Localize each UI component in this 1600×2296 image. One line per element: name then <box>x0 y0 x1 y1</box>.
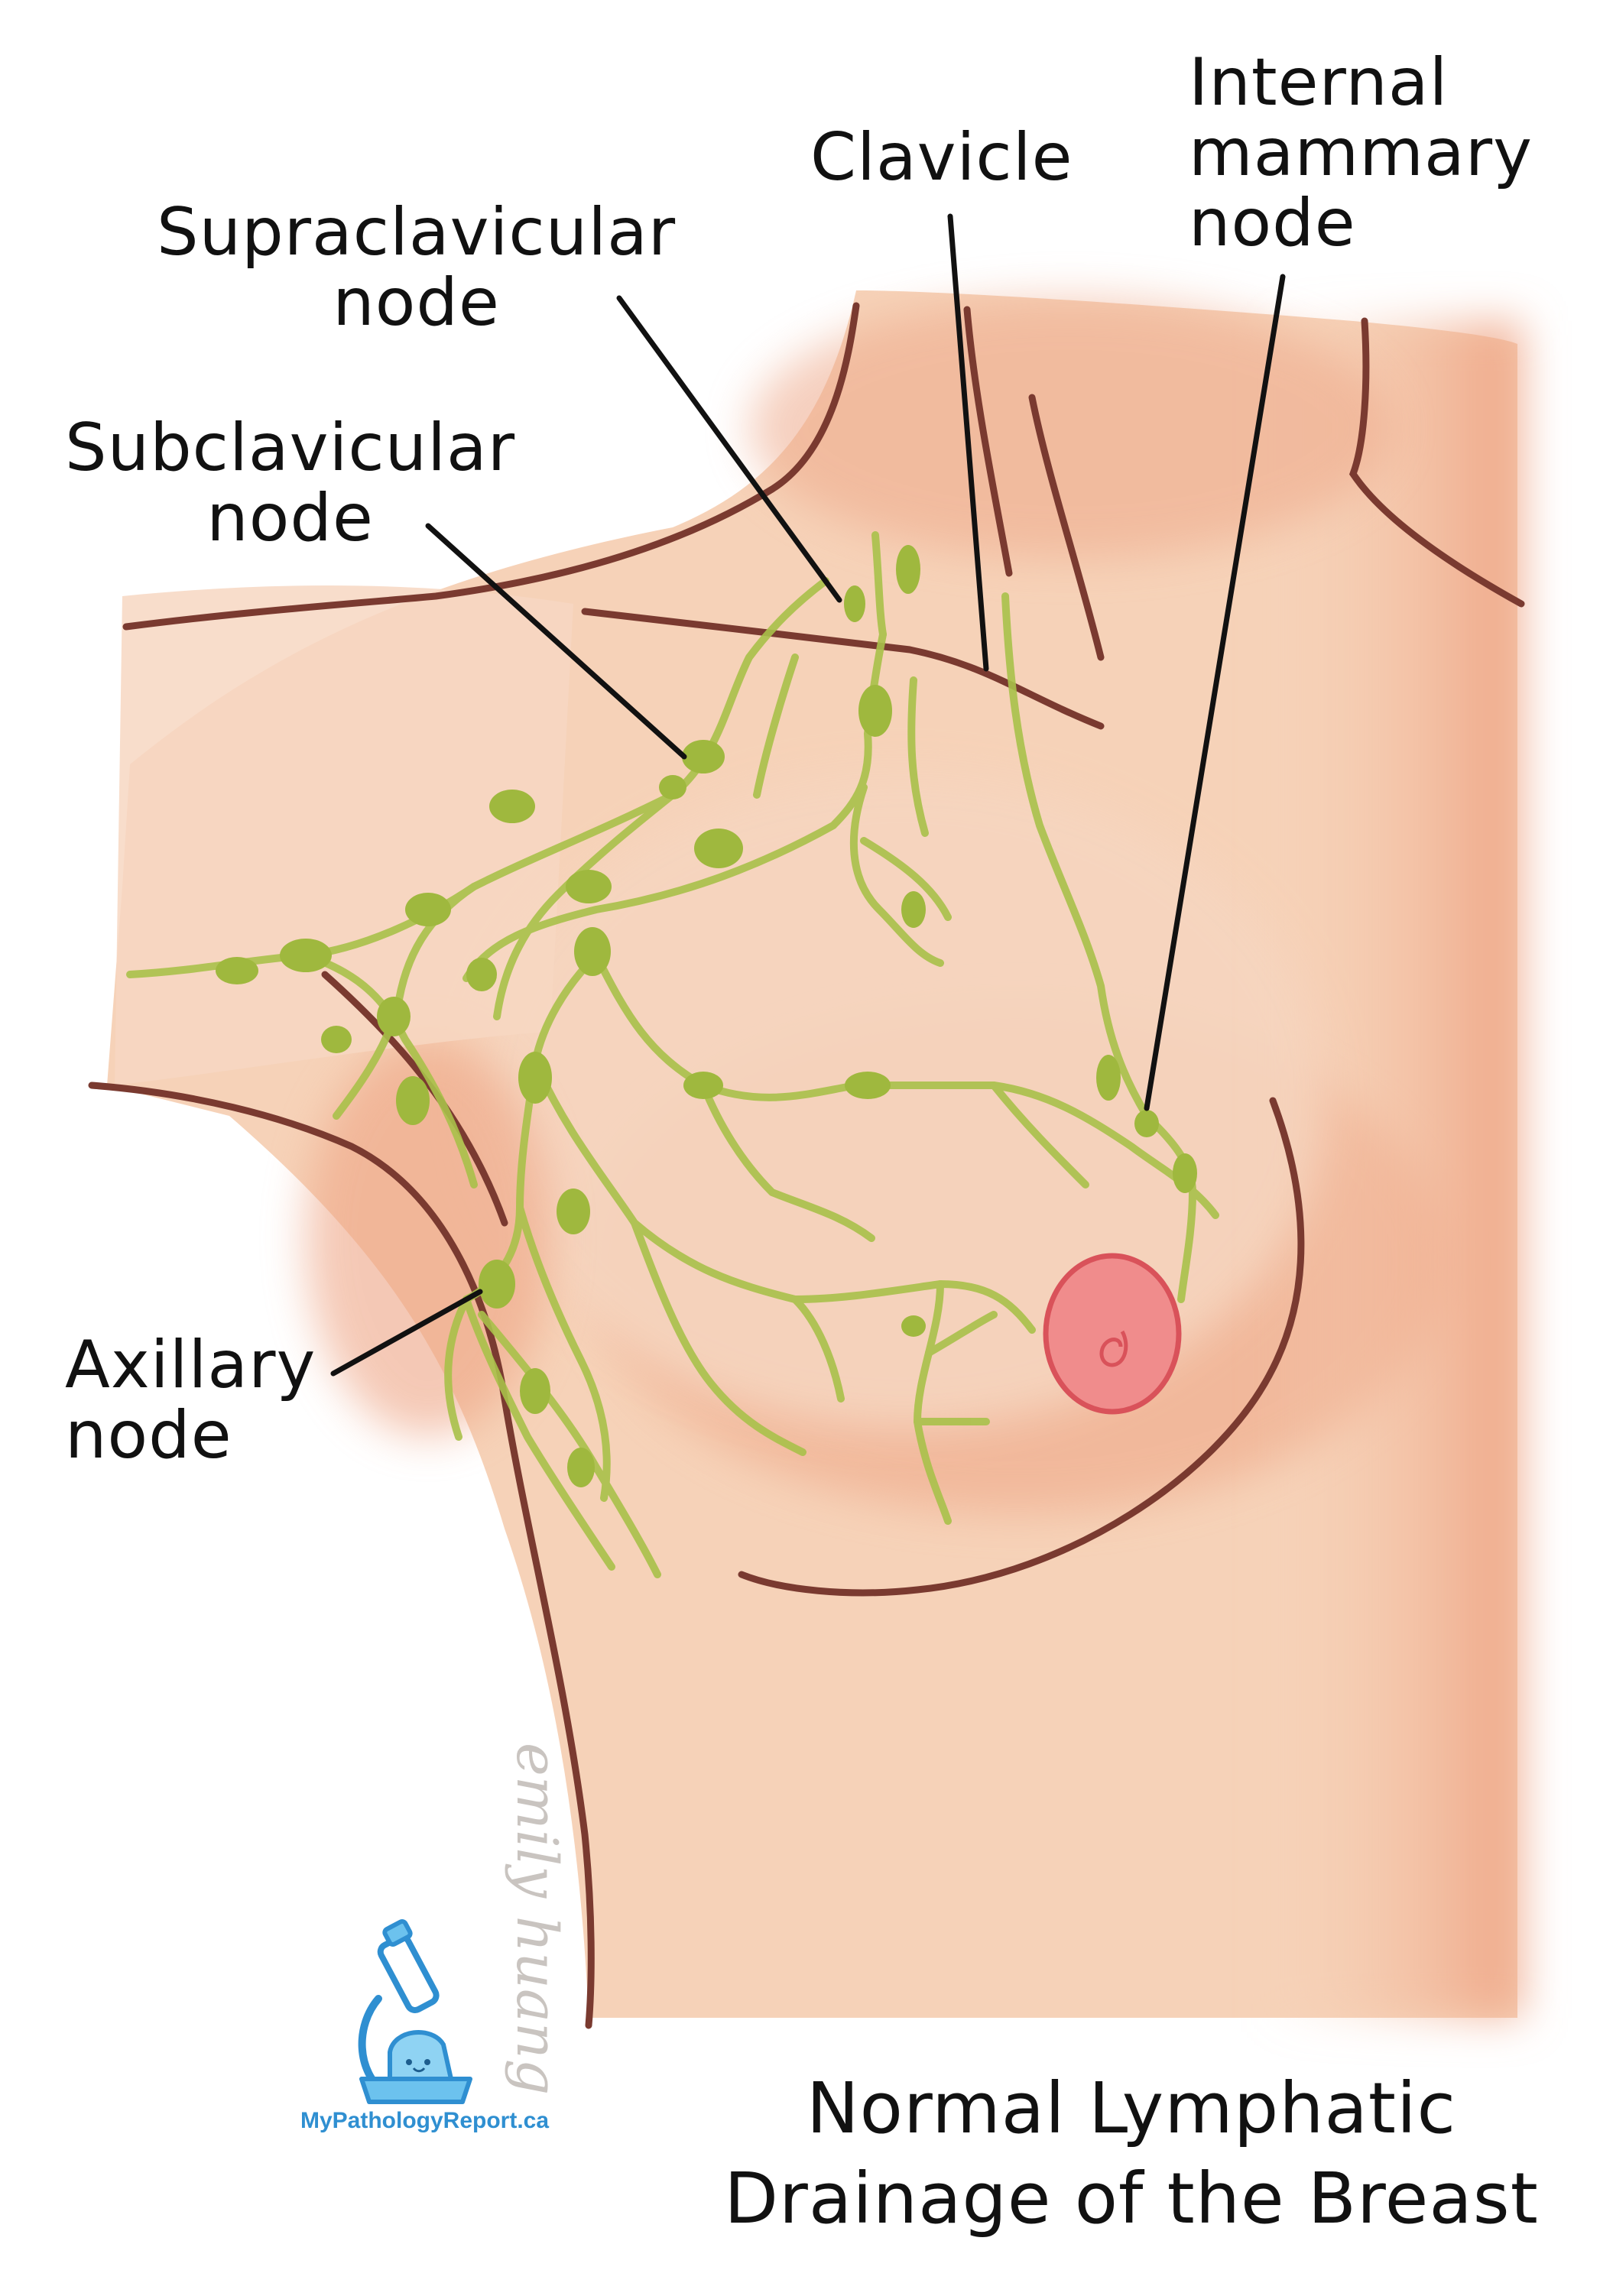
leader-lines <box>330 213 1286 1377</box>
internal-mammary-label-line-1: Internal <box>1189 44 1449 121</box>
clavicle-leader <box>947 213 989 672</box>
nipple <box>1043 1253 1182 1415</box>
lymph-node <box>520 1368 550 1414</box>
vessel <box>493 791 677 1020</box>
clavicle-label: Clavicle <box>810 122 1073 193</box>
vessel <box>925 1311 998 1357</box>
vessel <box>126 577 829 978</box>
lymph-node <box>1096 1055 1121 1101</box>
lymph-node <box>518 1052 552 1104</box>
title-line-2: Drainage of the Breast <box>724 2158 1539 2239</box>
microscope-icon <box>358 1919 472 2104</box>
lymph-node <box>280 939 332 972</box>
logo-text: MyPathologyReport.ca <box>300 2108 550 2133</box>
internal-mammary-leader <box>1144 274 1286 1111</box>
vessel <box>462 1296 615 1571</box>
vessel <box>631 1219 806 1456</box>
subclavicular-node-label: Subclavicular node <box>65 413 515 553</box>
neck-right <box>1348 317 1525 608</box>
vessel <box>791 1296 845 1403</box>
lymph-node <box>479 1260 515 1309</box>
clavicle-label-text: Clavicle <box>810 119 1073 196</box>
lymph-node <box>377 997 411 1036</box>
lymph-node <box>901 891 926 928</box>
lymph-node <box>683 1072 723 1099</box>
vessel <box>849 783 944 967</box>
subclavicular-label-line-2: node <box>206 480 374 556</box>
vessel <box>990 1082 1089 1189</box>
supraclavicular-leader <box>616 295 842 603</box>
axillary-label-line-2: node <box>65 1397 232 1474</box>
lymph-node <box>1173 1153 1197 1193</box>
lymph-node <box>844 585 865 622</box>
diagram-title: Normal Lymphatic Drainage of the Breast <box>673 2064 1590 2244</box>
vessel <box>753 653 799 799</box>
lymph-node <box>405 893 451 926</box>
neck-left <box>963 306 1013 577</box>
nipple-center <box>1099 1330 1128 1367</box>
lymph-node <box>466 958 497 991</box>
internal-mammary-node-label: Internal mammary node <box>1189 47 1533 258</box>
lymph-node <box>858 685 892 737</box>
vessel <box>871 531 887 638</box>
lymph-node <box>216 957 258 984</box>
subclavicular-leader <box>425 523 687 760</box>
subclavicular-label-line-1: Subclavicular <box>65 410 516 486</box>
axillary-leader <box>330 1289 483 1377</box>
vessel <box>699 1082 875 1242</box>
lymph-node <box>321 1026 352 1053</box>
lymph-node <box>901 1315 926 1337</box>
vessel <box>302 952 478 1189</box>
internal-mammary-label-line-3: node <box>1189 185 1356 261</box>
title-line-1: Normal Lymphatic <box>806 2067 1457 2149</box>
vessel <box>907 676 929 837</box>
vessel <box>860 837 952 921</box>
axillary-label-line-1: Axillary <box>65 1327 316 1403</box>
lymph-node <box>396 1076 430 1125</box>
artist-signature: emily huang <box>504 1743 570 2096</box>
lymph-node <box>694 829 743 868</box>
vessel <box>592 952 1219 1219</box>
neck-shadow <box>749 298 1391 558</box>
lymph-node <box>566 870 612 903</box>
breast-underside <box>738 1097 1305 1597</box>
areola <box>1043 1253 1182 1415</box>
lymph-node <box>659 775 686 799</box>
vessel <box>516 1204 611 1502</box>
lymph-nodes <box>216 545 1197 1487</box>
lymph-node <box>1134 1110 1159 1137</box>
right-shadow <box>1261 321 1521 2018</box>
lymph-node <box>896 545 920 594</box>
clavicle-line <box>581 608 1105 730</box>
shoulder-line <box>122 302 860 631</box>
vessel <box>531 1059 1036 1334</box>
lymph-node <box>845 1072 891 1099</box>
lymph-node <box>567 1448 595 1487</box>
internal-mammary-label-line-2: mammary <box>1189 115 1533 191</box>
supraclavicular-label-line-1: Supraclavicular <box>157 194 677 271</box>
upper-arm <box>115 585 573 1085</box>
supraclavicular-label-line-2: node <box>333 264 500 341</box>
axillary-node-label: Axillary node <box>65 1330 316 1471</box>
supraclavicular-node-label: Supraclavicular node <box>157 197 676 338</box>
vessel <box>1001 592 1196 1303</box>
neck-muscle <box>1028 394 1105 661</box>
lymph-node <box>557 1189 590 1234</box>
lymph-node <box>574 927 611 976</box>
lymph-node <box>489 790 535 823</box>
lymph-node <box>682 740 725 773</box>
